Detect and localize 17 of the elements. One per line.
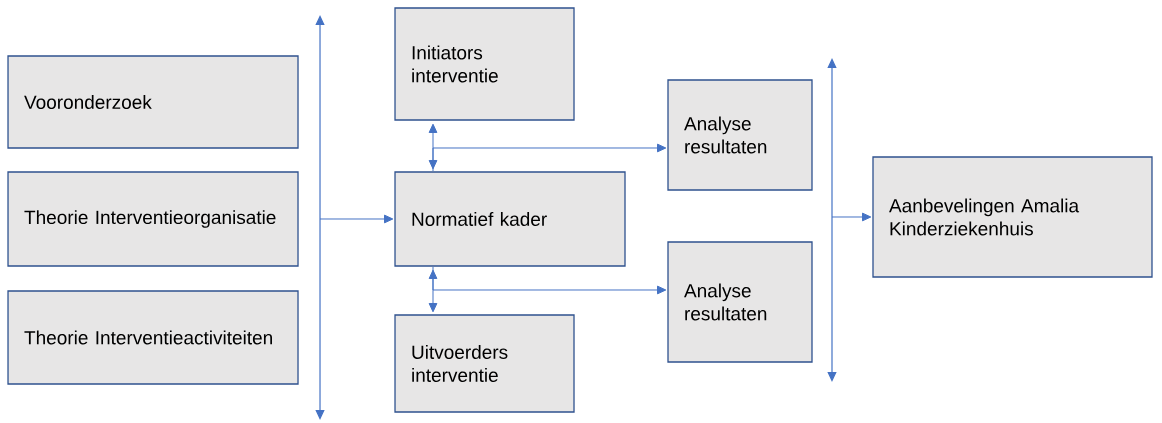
arrow xyxy=(432,143,667,172)
process-box: Normatief kader xyxy=(394,171,626,267)
arrow xyxy=(432,266,667,295)
arrow xyxy=(428,123,438,170)
process-box: Uitvoerders interventie xyxy=(394,314,575,413)
process-box: Vooronderzoek xyxy=(7,55,299,149)
process-box: Theorie Interventieactiviteiten xyxy=(7,290,299,385)
arrow xyxy=(428,269,438,313)
arrow xyxy=(831,212,872,222)
process-box: Analyse resultaten xyxy=(667,79,813,191)
process-box: Theorie Interventieorganisatie xyxy=(7,171,299,267)
double-arrow-bar xyxy=(315,15,325,420)
arrow xyxy=(319,214,394,224)
double-arrow-bar xyxy=(827,58,837,382)
process-box: Initiators interventie xyxy=(394,7,575,121)
process-box: Aanbevelingen Amalia Kinderziekenhuis xyxy=(872,156,1153,278)
process-box: Analyse resultaten xyxy=(667,241,813,363)
